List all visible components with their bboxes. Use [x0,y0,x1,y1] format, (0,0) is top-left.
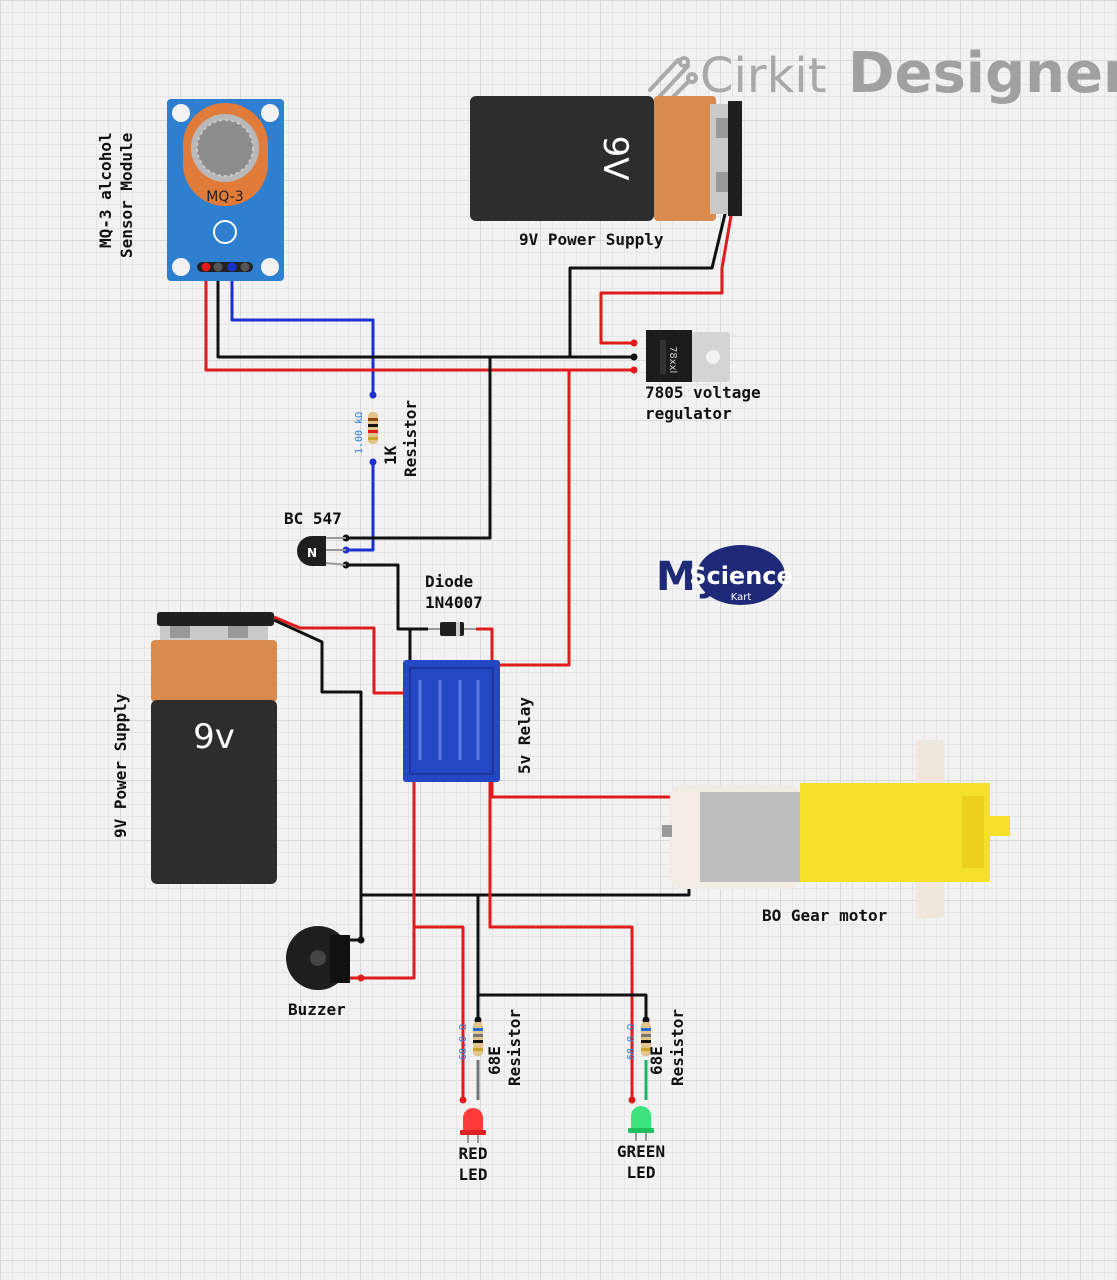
battery-left[interactable]: 9v [151,612,277,884]
mq3-chip-label: MQ-3 [206,189,243,205]
resistor-green-label-line1: 68E [647,1046,666,1075]
resistor-1k-label-line2: Resistor [401,400,420,477]
wire-mq3-signal[interactable] [230,268,375,395]
wire-mq3-gnd[interactable] [216,268,634,359]
wire-ground-bus[interactable] [361,873,691,897]
myscience-kart-logo: My Science Kart [656,545,793,605]
wire-battery-left-black[interactable] [273,618,363,942]
red-led-label-line1: RED [459,1144,488,1163]
relay-5v[interactable] [403,660,500,782]
wire-collector-relay[interactable] [346,563,428,631]
resistor-red-value: 68.0 Ω [458,1024,469,1060]
transistor-mark: N [307,546,317,560]
buzzer-label: Buzzer [288,1000,346,1019]
watermark-kart: Kart [731,592,752,603]
transistor-label: BC 547 [284,509,342,528]
battery-left-label: 9V Power Supply [111,693,130,838]
mq3-label-line2: Sensor Module [117,133,136,258]
resistor-red-label-line2: Resistor [505,1009,524,1086]
voltage-regulator[interactable]: 78xxl [646,330,730,382]
wire-relay-buzzer[interactable] [350,775,416,980]
battery-top-text: 9V [595,136,635,181]
wire-reg-out-relay[interactable] [493,368,634,667]
wire-relay-motor[interactable] [490,775,688,799]
regulator-label-line2: regulator [645,404,732,423]
resistor-green-value: 68.0 Ω [626,1024,637,1060]
diode-label-line1: Diode [425,572,473,591]
cirkit-logo-icon [648,56,698,102]
motor-label: BO Gear motor [762,906,887,925]
wire-resistor-base[interactable] [346,462,375,552]
resistor-red-led[interactable]: 68.0 Ω [458,1022,483,1060]
mq3-sensor-module[interactable]: MQ-3 [167,99,284,281]
green-led[interactable] [628,1106,654,1141]
diode-1n4007[interactable] [428,622,476,636]
battery-top-label: 9V Power Supply [519,230,664,249]
regulator-chip-label: 78xxl [667,346,678,373]
wire-relay-green-led[interactable] [488,775,634,1100]
watermark-science: Science [689,562,793,590]
resistor-green-label-line2: Resistor [668,1009,687,1086]
wire-battery-top-red[interactable] [599,209,734,345]
wire-diode-relay-right[interactable] [476,627,494,665]
buzzer[interactable] [286,926,350,990]
red-led[interactable] [460,1108,486,1143]
battery-left-text: 9v [193,717,235,757]
wire-relay-red-led[interactable] [414,925,465,1100]
transistor-bc547[interactable]: N [297,536,347,566]
red-led-label-line2: LED [459,1165,488,1184]
cirkit-logo: Cirkit Designer [648,41,1117,106]
regulator-label-line1: 7805 voltage [645,383,761,402]
brand-designer: Designer [848,41,1117,106]
wire-gnd-emitter[interactable] [346,357,492,540]
resistor-green-led[interactable]: 68.0 Ω [626,1022,651,1060]
resistor-1k-label-line1: 1K [381,445,400,465]
resistor-1k-value: 1.00 kΩ [354,412,365,454]
resistor-red-label-line1: 68E [485,1046,504,1075]
mq3-label-line1: MQ-3 alcohol [96,132,115,248]
diode-label-line2: 1N4007 [425,593,483,612]
brand-cirkit: Cirkit [700,48,827,104]
resistor-1k[interactable]: 1.00 kΩ [354,412,378,454]
green-led-label-line2: LED [627,1163,656,1182]
relay-label: 5v Relay [515,697,534,774]
battery-top[interactable]: 9V [470,96,742,221]
green-led-label-line1: GREEN [617,1142,665,1161]
mq3-power-icon [213,220,237,244]
wire-battery-top-black[interactable] [568,209,728,357]
bo-gear-motor[interactable] [662,740,1010,918]
wire-gnd-green-res[interactable] [478,993,648,1020]
